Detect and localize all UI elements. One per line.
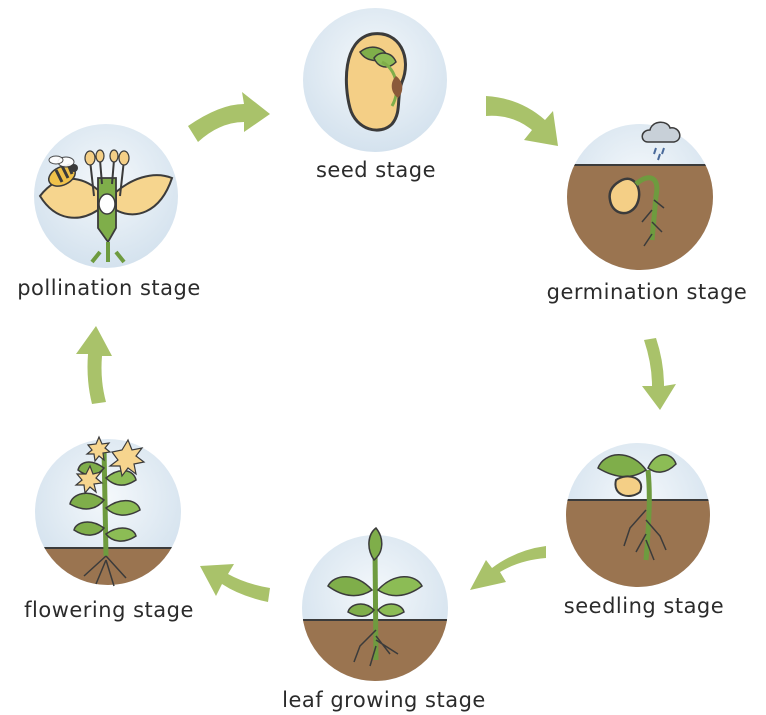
seedling-plant-icon — [597, 454, 677, 561]
germination-stage-illustration — [567, 121, 713, 270]
seedling-stage-label: seedling stage — [563, 594, 725, 618]
rain-cloud-icon — [641, 121, 681, 161]
flower-icon — [74, 435, 146, 495]
flowering-stage-label: flowering stage — [24, 598, 194, 622]
young-plant-icon — [327, 526, 423, 667]
flowering-plant-icon — [69, 435, 146, 587]
germinating-seed-icon — [608, 175, 665, 247]
leaf-growing-stage-illustration — [302, 526, 448, 681]
flower-cross-section-icon — [38, 149, 174, 264]
leaf-growing-stage-label: leaf growing stage — [282, 688, 486, 712]
pollination-stage-label: pollination stage — [17, 276, 201, 300]
bean-seed-icon — [344, 32, 407, 132]
cycle-arrows — [76, 92, 676, 602]
seedling-stage-illustration — [566, 443, 710, 587]
seed-stage-illustration — [303, 8, 447, 152]
arrow-germination-to-seedling — [642, 338, 676, 410]
pollination-stage-illustration — [34, 124, 178, 268]
seed-stage-label: seed stage — [315, 158, 437, 182]
arrow-pollination-to-seed — [188, 92, 270, 142]
germination-stage-label: germination stage — [546, 280, 748, 304]
arrow-leaf-to-flowering — [200, 564, 270, 602]
arrow-flowering-to-pollination — [76, 326, 112, 404]
arrow-seed-to-germination — [486, 96, 558, 146]
arrow-seedling-to-leaf — [470, 546, 546, 590]
bee-icon — [48, 155, 78, 187]
